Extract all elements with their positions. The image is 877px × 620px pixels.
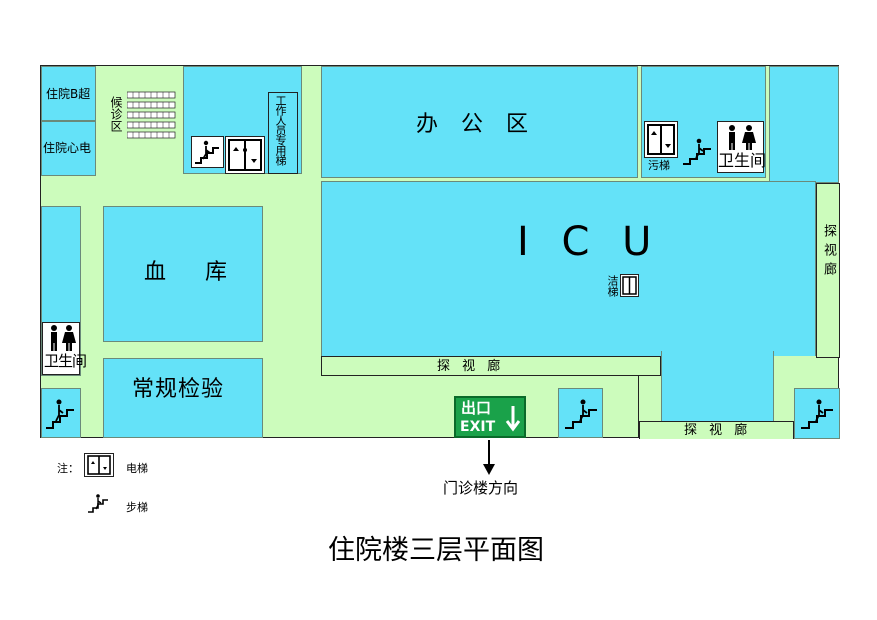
elevator-icon — [225, 136, 265, 174]
restroom-label: 卫生间 — [44, 352, 87, 370]
room-label: 住院心电 — [43, 141, 92, 155]
restroom-icon — [729, 125, 756, 150]
restroom-icon — [51, 325, 76, 351]
page-title: 住院楼三层平面图 — [328, 535, 544, 566]
elevator-icon — [644, 121, 678, 158]
staff-only-sign: 工作人员专用梯 — [268, 92, 298, 174]
waiting-chairs — [127, 91, 177, 141]
room-inpatient-ecg[interactable]: 住院心电 — [41, 121, 96, 176]
exit-sign-cn: 出口 — [461, 399, 492, 417]
waiting-area-label: 候诊区 — [109, 96, 123, 132]
floor-plan: 住院B超 住院心电 候诊区 工作人员专用梯 — [40, 65, 840, 439]
legend-note: 注： — [57, 462, 79, 475]
clean-elevator-label: 洁梯 — [606, 275, 619, 297]
room-left-stairs[interactable] — [41, 388, 81, 438]
stairs-icon — [681, 136, 714, 168]
room-top-right[interactable] — [769, 66, 839, 183]
exit-sign-en: EXIT — [460, 419, 496, 435]
stairs-icon — [43, 396, 79, 434]
room-right-stairs[interactable] — [794, 388, 840, 439]
room-inpatient-ultrasound[interactable]: 住院B超 — [41, 66, 96, 121]
corridor-label: 探视廊 — [821, 224, 836, 281]
corridor-wall — [638, 376, 639, 438]
room-icu[interactable]: I C U 洁梯 — [321, 181, 816, 356]
icu-label: I C U — [517, 219, 662, 265]
room-label: 血 库 — [144, 260, 243, 285]
stairs-icon — [191, 136, 224, 168]
stairs-icon — [86, 492, 110, 516]
room-label: 住院B超 — [46, 87, 91, 101]
staff-only-label: 工作人员专用梯 — [274, 95, 287, 165]
room-icu-annex[interactable] — [661, 351, 774, 423]
exit-arrow-icon — [505, 406, 521, 432]
direction-arrow-icon — [483, 440, 495, 475]
room-middle-stairs[interactable] — [558, 388, 603, 438]
legend-stairs-label: 步梯 — [126, 501, 148, 514]
elevator-icon — [620, 274, 639, 297]
room-office-area[interactable]: 办 公 区 — [321, 66, 638, 178]
corridor-visiting-right: 探视廊 — [816, 183, 840, 358]
corridor-visiting-bottom: 探 视 廊 — [639, 421, 794, 439]
corridor-visiting-middle: 探 视 廊 — [321, 356, 661, 376]
dirty-elevator-label: 污梯 — [648, 159, 670, 172]
room-blood-bank[interactable]: 血 库 — [103, 206, 263, 342]
legend-elevator-label: 电梯 — [126, 462, 148, 475]
restroom-sign: 卫生间 — [717, 121, 767, 173]
elevator-icon — [84, 453, 114, 477]
direction-label: 门诊楼方向 — [443, 479, 519, 497]
stairs-icon — [798, 396, 836, 434]
room-label: 常规检验 — [132, 377, 225, 402]
restroom-sign: 卫生间 — [42, 322, 87, 375]
corridor-label: 探 视 廊 — [684, 423, 752, 438]
stairs-icon — [562, 396, 600, 434]
restroom-label: 卫生间 — [718, 151, 767, 170]
corridor-label: 探 视 廊 — [437, 359, 505, 374]
exit-sign: 出口 EXIT — [454, 396, 526, 438]
room-routine-lab[interactable]: 常规检验 — [103, 358, 263, 438]
room-label: 办 公 区 — [416, 112, 536, 137]
